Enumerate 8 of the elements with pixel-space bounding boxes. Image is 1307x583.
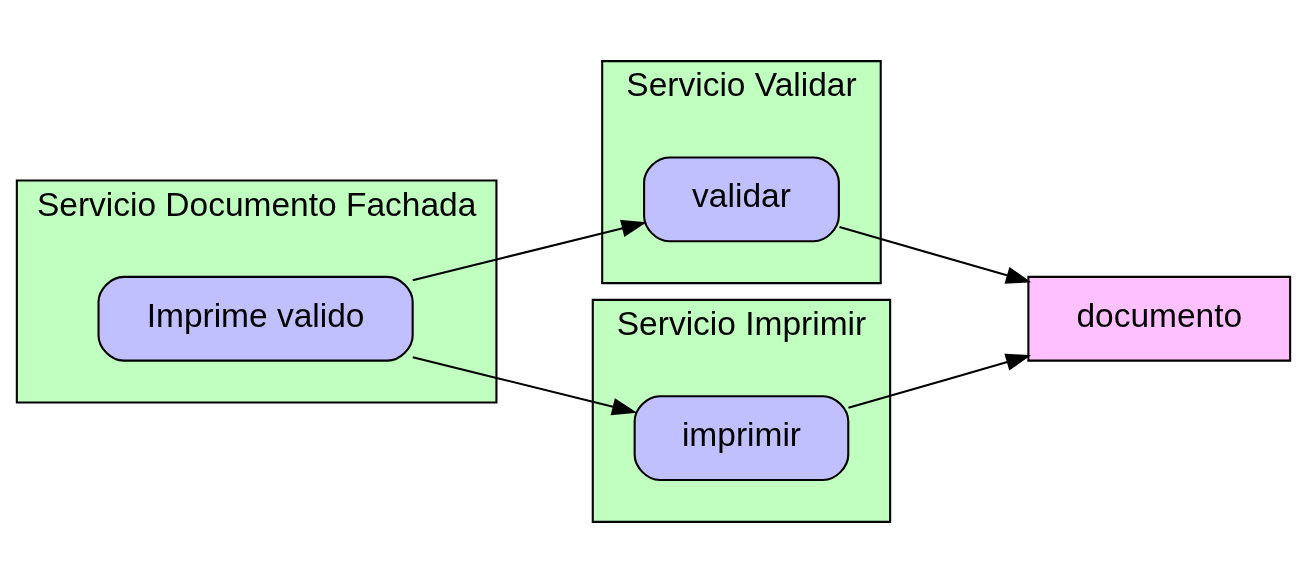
arrow xyxy=(839,226,1032,284)
arrow xyxy=(848,353,1031,409)
node-box: Imprime valido xyxy=(97,275,414,362)
arrow xyxy=(412,356,638,416)
node-box: imprimir xyxy=(633,395,850,482)
node-box: validar xyxy=(643,156,840,243)
arrow xyxy=(412,219,647,282)
node-box: documento xyxy=(1027,275,1292,362)
